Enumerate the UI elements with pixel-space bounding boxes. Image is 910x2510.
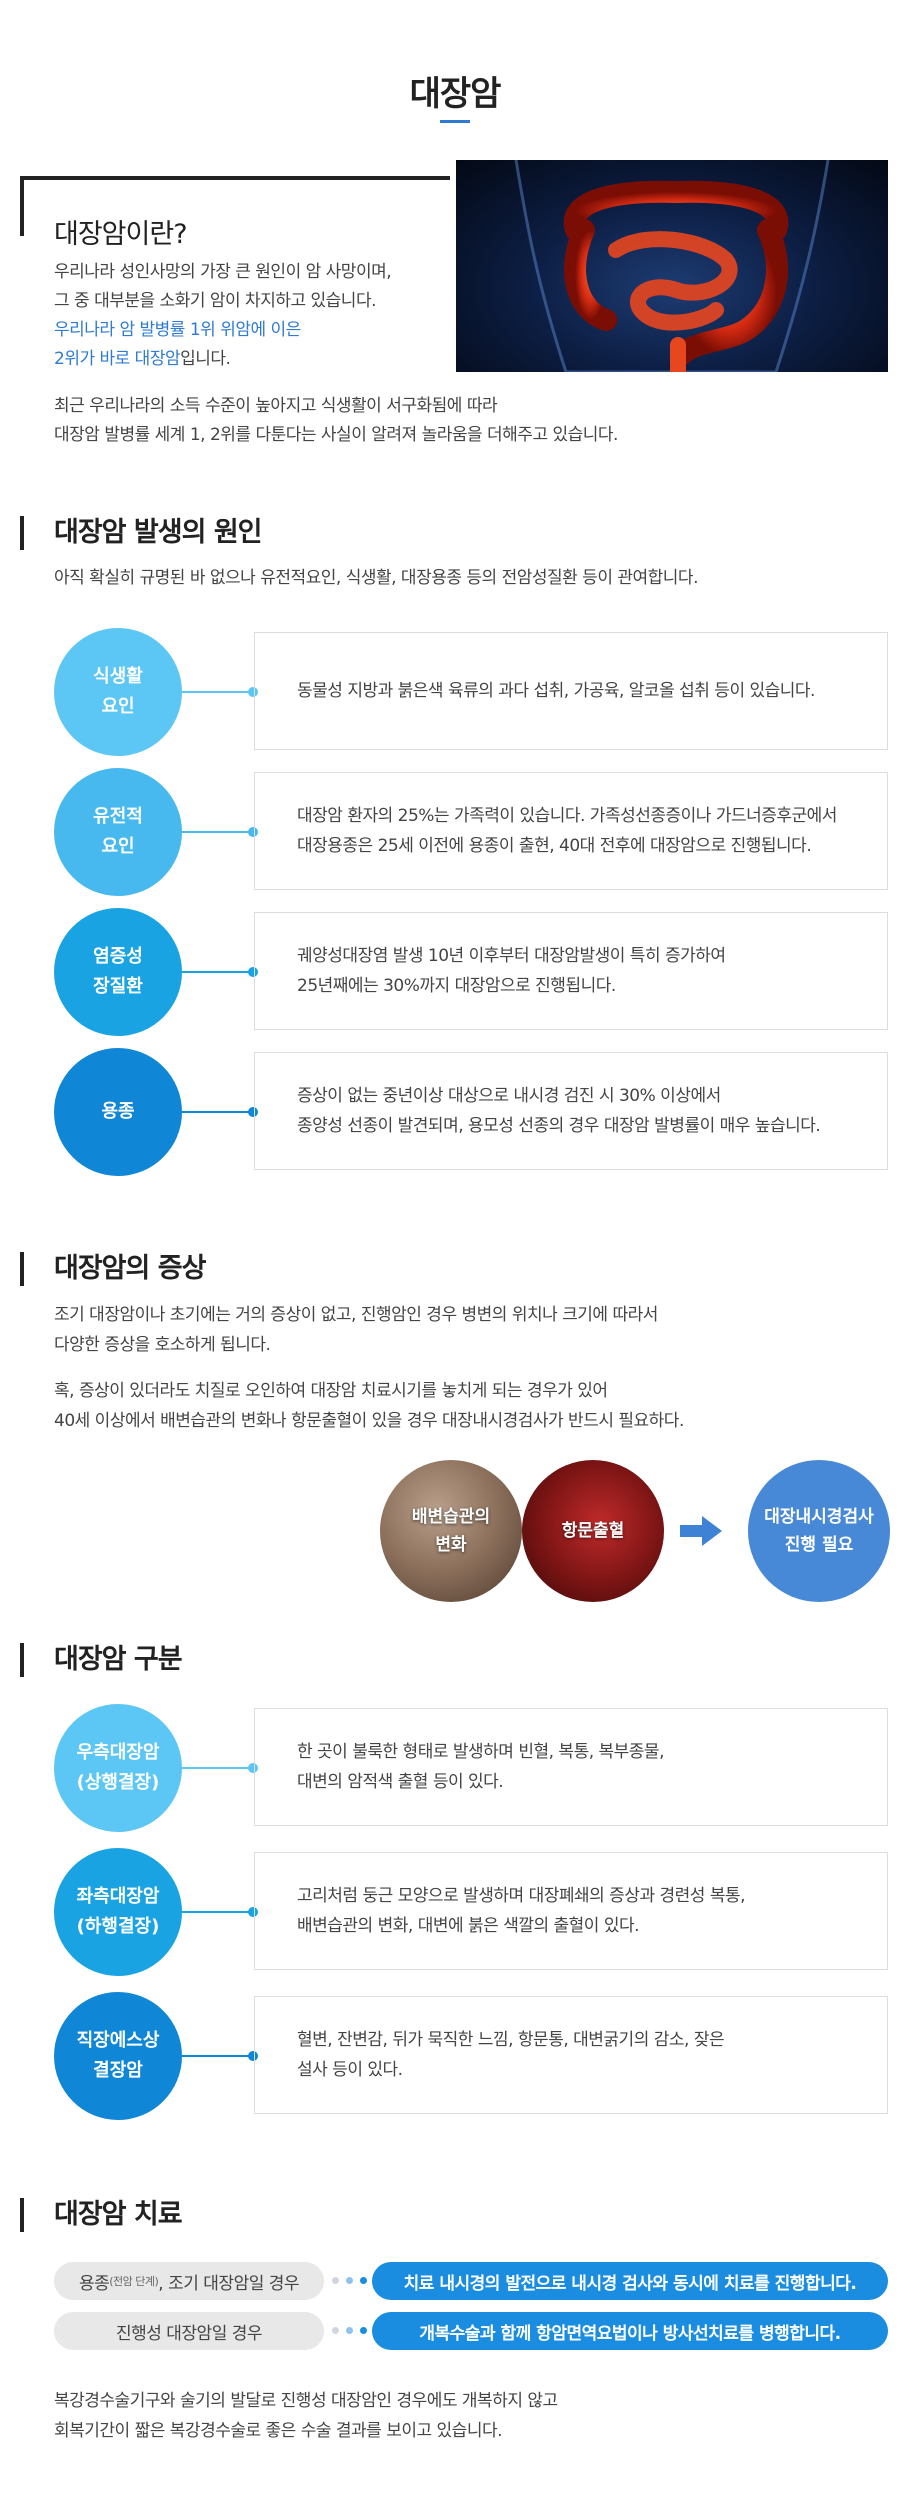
treatment-footer-line2: 회복기간이 짧은 복강경수술로 좋은 수술 결과를 보이고 있습니다. xyxy=(54,2421,503,2441)
cause-circle: 유전적 요인 xyxy=(54,768,182,896)
treatment-row: 진행성 대장암일 경우 개복수술과 함께 항암면역요법이나 방사선치료를 병행합… xyxy=(54,2312,888,2350)
cause-connector xyxy=(182,687,258,697)
type-connector xyxy=(182,1907,258,1917)
cause-circle: 식생활 요인 xyxy=(54,628,182,756)
intro-line-5: 최근 우리나라의 소득 수준이 높아지고 식생활이 서구화됨에 따라 xyxy=(54,396,498,416)
type-row: 좌측대장암 (하행결장) 고리처럼 둥근 모양으로 발생하며 대장폐쇄의 증상과… xyxy=(54,1848,888,1976)
treatment-method-pill: 치료 내시경의 발전으로 내시경 검사와 동시에 치료를 진행합니다. xyxy=(372,2262,888,2300)
type-card: 혈변, 잔변감, 뒤가 묵직한 느낌, 항문통, 대변굵기의 감소, 잦은 설사… xyxy=(254,1996,888,2114)
type-connector xyxy=(182,2051,258,2061)
cause-row: 식생활 요인 동물성 지방과 붉은색 육류의 과다 섭취, 가공육, 알코올 섭… xyxy=(54,628,888,756)
arrow-right-icon xyxy=(680,1516,722,1546)
connector-dot xyxy=(248,827,258,837)
dots-icon xyxy=(332,2327,372,2335)
type-circle: 직장에스상 결장암 xyxy=(54,1992,182,2120)
stage-small: (전암 단계) xyxy=(109,2275,159,2288)
cause-row: 유전적 요인 대장암 환자의 25%는 가족력이 있습니다. 가족성선종증이나 … xyxy=(54,768,888,896)
type-card: 고리처럼 둥근 모양으로 발생하며 대장폐쇄의 증상과 경련성 복통, 배변습관… xyxy=(254,1852,888,1970)
connector-dot xyxy=(248,1763,258,1773)
treatment-footer-line1: 복강경수술기구와 술기의 발달로 진행성 대장암인 경우에도 개복하지 않고 xyxy=(54,2391,558,2411)
stage-rest: , 조기 대장암일 경우 xyxy=(158,2273,300,2294)
colon-image-icon xyxy=(514,160,830,372)
symptoms-p2-line1: 혹, 증상이 있더라도 치질로 오인하여 대장암 치료시기를 놓치게 되는 경우… xyxy=(54,1381,608,1401)
intro-line-2: 그 중 대부분을 소화기 암이 차지하고 있습니다. xyxy=(54,291,377,311)
intro-line-4: 2위가 바로 대장암입니다. xyxy=(54,345,231,374)
treatment-row: 용종(전암 단계), 조기 대장암일 경우 치료 내시경의 발전으로 내시경 검… xyxy=(54,2262,888,2300)
cause-card: 대장암 환자의 25%는 가족력이 있습니다. 가족성선종증이나 가드너증후군에… xyxy=(254,772,888,890)
dots-icon xyxy=(332,2277,372,2285)
causes-heading: 대장암 발생의 원인 xyxy=(20,516,263,550)
types-heading: 대장암 구분 xyxy=(20,1643,183,1677)
intro-line-3: 우리나라 암 발병률 1위 위암에 이은 xyxy=(54,320,301,340)
connector-dot xyxy=(248,1107,258,1117)
cause-circle: 용종 xyxy=(54,1048,182,1176)
symptoms-p1-line2: 다양한 증상을 호소하게 됩니다. xyxy=(54,1335,271,1355)
page-title: 대장암 xyxy=(409,74,502,114)
cause-card: 궤양성대장염 발생 10년 이후부터 대장암발생이 특히 증가하여 25년째에는… xyxy=(254,912,888,1030)
symptom-anal-bleeding: 항문출혈 xyxy=(522,1460,664,1602)
cause-connector xyxy=(182,1107,258,1117)
connector-dot xyxy=(248,2051,258,2061)
cause-card: 동물성 지방과 붉은색 육류의 과다 섭취, 가공육, 알코올 섭취 등이 있습… xyxy=(254,632,888,750)
intro-frame xyxy=(20,176,450,236)
cause-circle: 염증성 장질환 xyxy=(54,908,182,1036)
type-row: 우측대장암 (상행결장) 한 곳이 불룩한 형태로 발생하며 빈혈, 복통, 복… xyxy=(54,1704,888,1832)
connector-dot xyxy=(248,687,258,697)
intro-line-1: 우리나라 성인사망의 가장 큰 원인이 암 사망이며, xyxy=(54,262,392,282)
stage-main: 용종 xyxy=(78,2273,110,2294)
intro-highlight: 2위가 바로 대장암 xyxy=(54,349,181,369)
treatment-stage-pill: 진행성 대장암일 경우 xyxy=(54,2312,324,2350)
type-circle: 우측대장암 (상행결장) xyxy=(54,1704,182,1832)
treatment-heading: 대장암 치료 xyxy=(20,2198,183,2232)
cause-row: 염증성 장질환 궤양성대장염 발생 10년 이후부터 대장암발생이 특히 증가하… xyxy=(54,908,888,1036)
symptom-bowel-change: 배변습관의 변화 xyxy=(380,1460,522,1602)
cause-row: 용종 증상이 없는 중년이상 대상으로 내시경 검진 시 30% 이상에서 종양… xyxy=(54,1048,888,1176)
symptoms-p1-line1: 조기 대장암이나 초기에는 거의 증상이 없고, 진행암인 경우 병변의 위치나… xyxy=(54,1305,658,1325)
symptom-endoscopy-needed: 대장내시경검사 진행 필요 xyxy=(748,1460,890,1602)
type-card: 한 곳이 불룩한 형태로 발생하며 빈혈, 복통, 복부종물, 대변의 암적색 … xyxy=(254,1708,888,1826)
connector-dot xyxy=(248,967,258,977)
treatment-stage-pill: 용종(전암 단계), 조기 대장암일 경우 xyxy=(54,2262,324,2300)
cause-connector xyxy=(182,827,258,837)
symptoms-p2-line2: 40세 이상에서 배변습관의 변화나 항문출혈이 있을 경우 대장내시경검사가 … xyxy=(54,1411,684,1431)
connector-dot xyxy=(248,1907,258,1917)
intro-line-4-rest: 입니다. xyxy=(180,349,231,369)
colon-illustration xyxy=(456,160,888,372)
cause-connector xyxy=(182,967,258,977)
type-row: 직장에스상 결장암 혈변, 잔변감, 뒤가 묵직한 느낌, 항문통, 대변굵기의… xyxy=(54,1992,888,2120)
cause-card: 증상이 없는 중년이상 대상으로 내시경 검진 시 30% 이상에서 종양성 선… xyxy=(254,1052,888,1170)
title-underline xyxy=(440,120,470,123)
type-circle: 좌측대장암 (하행결장) xyxy=(54,1848,182,1976)
symptoms-heading: 대장암의 증상 xyxy=(20,1252,206,1286)
intro-line-6: 대장암 발병률 세계 1, 2위를 다툰다는 사실이 알려져 놀라움을 더해주고… xyxy=(54,425,618,445)
type-connector xyxy=(182,1763,258,1773)
intro-heading: 대장암이란? xyxy=(54,219,188,250)
causes-desc: 아직 확실히 규명된 바 없으나 유전적요인, 식생활, 대장용종 등의 전암성… xyxy=(54,568,698,588)
stage-main: 진행성 대장암일 경우 xyxy=(115,2323,263,2344)
treatment-method-pill: 개복수술과 함께 항암면역요법이나 방사선치료를 병행합니다. xyxy=(372,2312,888,2350)
